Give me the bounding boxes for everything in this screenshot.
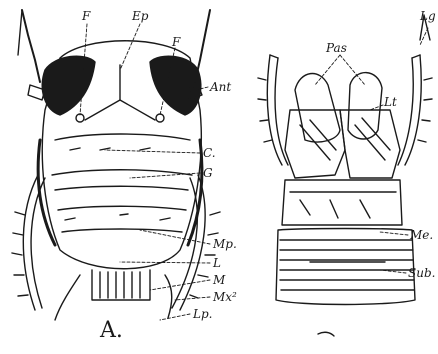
- panel-caption: A.: [100, 320, 123, 342]
- label-mentum: Me.: [410, 229, 433, 241]
- label-submentum: Sub.: [408, 267, 435, 279]
- label-mp: Mp.: [213, 238, 237, 250]
- label-labrum: L: [213, 257, 221, 269]
- label-antenna: Ant: [210, 81, 231, 93]
- label-gena: G: [203, 167, 213, 179]
- label-epicranium: Ep: [132, 10, 148, 22]
- label-lt: Lt: [384, 96, 397, 108]
- label-mandible: M: [213, 274, 225, 286]
- label-frons-right: F: [172, 36, 180, 48]
- mouthparts-ventral-view: [258, 15, 432, 305]
- stray-mark: [318, 332, 334, 336]
- label-ligula: Lg: [420, 10, 436, 22]
- head-dorsal-view: [12, 10, 220, 320]
- label-clypeus: C.: [203, 147, 216, 159]
- label-paraglossae: Pas: [326, 42, 347, 54]
- label-maxilla-2: Mx²: [213, 291, 237, 303]
- label-frons-top: F: [82, 10, 90, 22]
- label-labial-palp: Lp.: [193, 308, 212, 320]
